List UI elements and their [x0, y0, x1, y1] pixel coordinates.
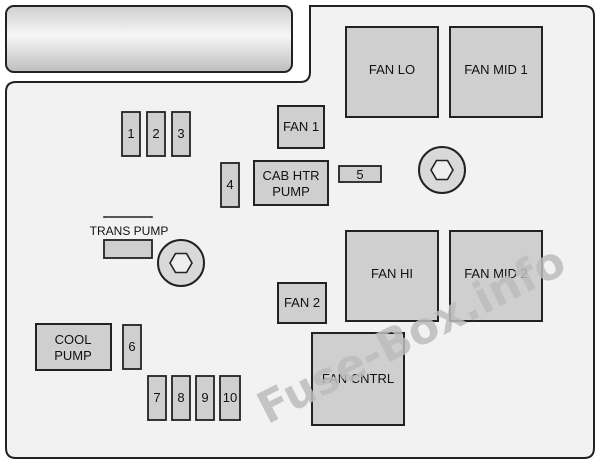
bolt-terminal-left	[157, 239, 205, 287]
fuse-fan-mid-2: FAN MID 2	[449, 230, 543, 322]
fuse-cab-htr-label-2: PUMP	[272, 184, 310, 199]
fuse-3-label: 3	[177, 126, 184, 141]
fuse-6: 6	[122, 324, 142, 370]
fuse-9: 9	[195, 375, 215, 421]
fuse-cool-pump-label-1: COOL	[55, 332, 92, 347]
fuse-fan-lo: FAN LO	[345, 26, 439, 118]
fuse-6-label: 6	[128, 339, 135, 354]
cover-bar	[5, 5, 293, 73]
fuse-5: 5	[338, 165, 382, 183]
fuse-10-label: 10	[223, 390, 237, 405]
fuse-fan-1-label: FAN 1	[283, 119, 319, 134]
fuse-trans-pump: TRANS PUMP	[90, 216, 169, 259]
fuse-4-label: 4	[226, 177, 233, 192]
fuse-7: 7	[147, 375, 167, 421]
fuse-fan-cntrl: FAN CNTRL	[311, 332, 405, 426]
fuse-7-label: 7	[153, 390, 160, 405]
fuse-trans-pump-label: TRANS PUMP	[90, 224, 169, 238]
fuse-fan-2: FAN 2	[277, 282, 327, 324]
fuse-10: 10	[219, 375, 241, 421]
fuse-5-label: 5	[356, 167, 363, 182]
fuse-2-label: 2	[152, 126, 159, 141]
fuse-cab-htr-pump: CAB HTR PUMP	[253, 160, 329, 206]
fuse-cool-pump: COOL PUMP	[35, 323, 112, 371]
fuse-9-label: 9	[201, 390, 208, 405]
bolt-terminal-right	[418, 146, 466, 194]
fuse-fan-mid-1-label: FAN MID 1	[464, 62, 528, 77]
fuse-fan-mid-1: FAN MID 1	[449, 26, 543, 118]
fuse-fan-cntrl-label: FAN CNTRL	[322, 371, 394, 386]
fuse-fan-hi: FAN HI	[345, 230, 439, 322]
fuse-8: 8	[171, 375, 191, 421]
fuse-fan-1: FAN 1	[277, 105, 325, 149]
fuse-3: 3	[171, 111, 191, 157]
fuse-8-label: 8	[177, 390, 184, 405]
fuse-1: 1	[121, 111, 141, 157]
fuse-cab-htr-label-1: CAB HTR	[262, 168, 319, 183]
fuse-4: 4	[220, 162, 240, 208]
fuse-cool-pump-label-2: PUMP	[54, 348, 92, 363]
fuse-fan-2-label: FAN 2	[284, 295, 320, 310]
fuse-fan-mid-2-label: FAN MID 2	[464, 266, 528, 281]
fuse-fan-hi-label: FAN HI	[371, 266, 413, 281]
fuse-1-label: 1	[127, 126, 134, 141]
fuse-2: 2	[146, 111, 166, 157]
fuse-fan-lo-label: FAN LO	[369, 62, 415, 77]
